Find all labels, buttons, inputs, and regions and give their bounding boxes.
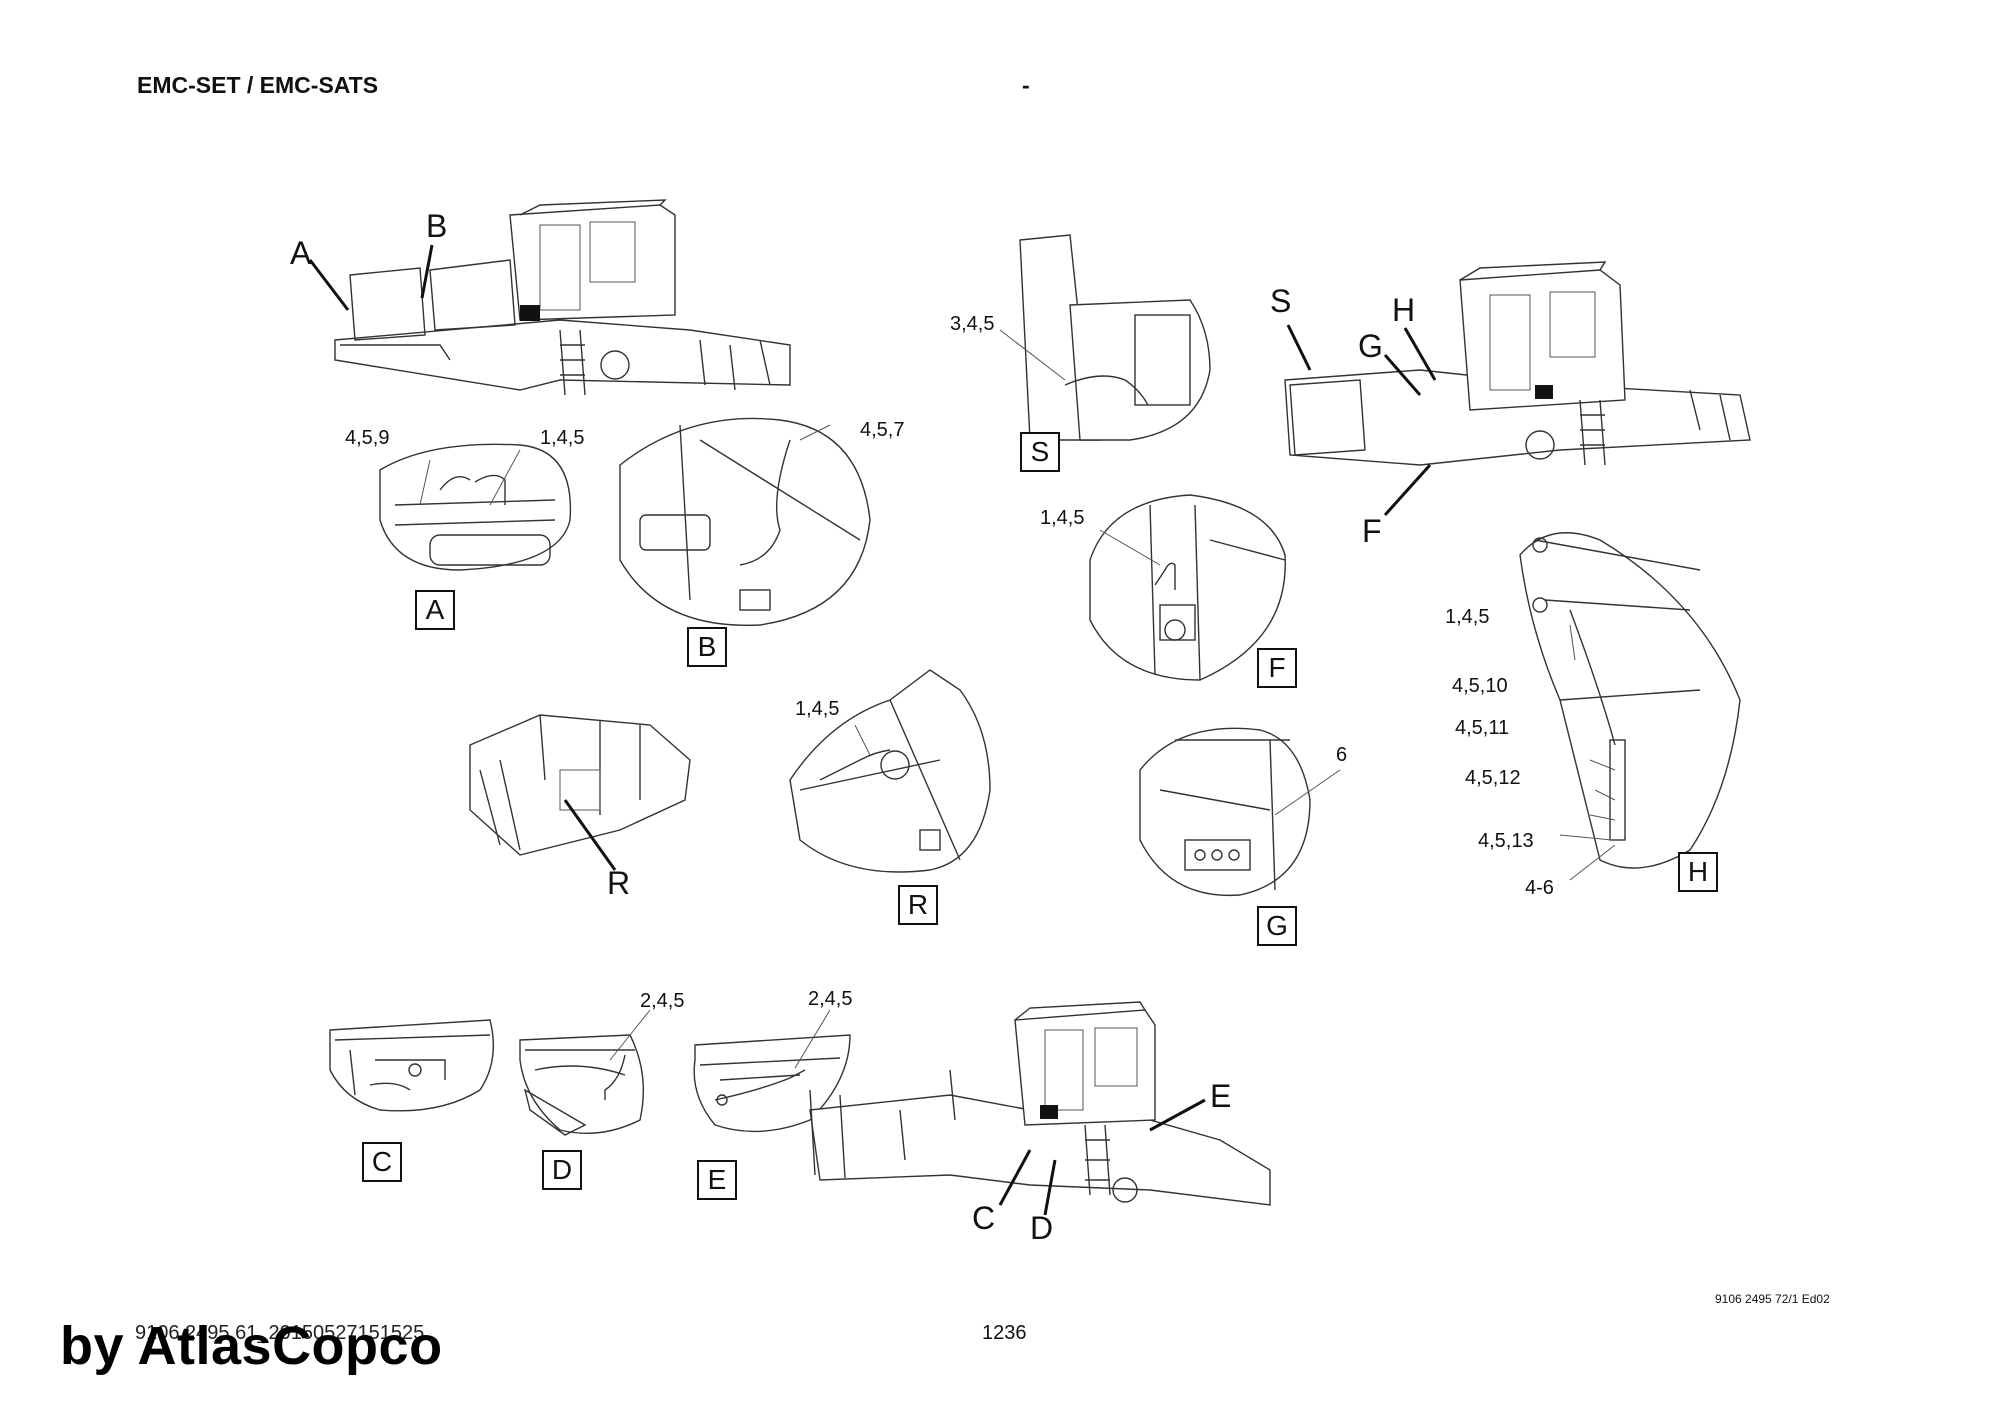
detail-box-s: S <box>1020 432 1060 472</box>
detail-d-art <box>519 1009 651 1136</box>
view-letter-a: A <box>290 235 312 271</box>
callout-d-1: 2,4,5 <box>640 990 685 1012</box>
detail-box-b: B <box>687 627 727 667</box>
callout-f-1: 1,4,5 <box>1040 507 1085 529</box>
header-dash: - <box>1022 72 1030 98</box>
detail-box-a: A <box>415 590 455 630</box>
machine-overview-top-left <box>334 199 791 396</box>
detail-box-c: C <box>362 1142 402 1182</box>
detail-c-art <box>329 1019 495 1112</box>
view-letter-f: F <box>1362 513 1382 549</box>
callout-h-5: 4,5,13 <box>1478 830 1534 852</box>
machine-overview-middle <box>469 714 691 856</box>
detail-box-h: H <box>1678 852 1718 892</box>
callout-b-1: 4,5,7 <box>860 419 905 441</box>
footer-code: 9106 2495 61_20150527151525 <box>135 1322 425 1344</box>
callout-a-1: 4,5,9 <box>345 427 390 449</box>
detail-h-art <box>1519 532 1741 881</box>
detail-a-art <box>379 443 572 571</box>
callout-e-1: 2,4,5 <box>808 988 853 1010</box>
detail-s-art <box>999 234 1211 441</box>
document-reference: 9106 2495 72/1 Ed02 <box>1715 1292 1830 1306</box>
view-letter-b: B <box>426 208 448 244</box>
page-title: EMC-SET / EMC-SATS <box>137 72 379 98</box>
detail-g-art <box>1139 727 1341 897</box>
detail-r-art <box>789 669 991 873</box>
view-letter-e: E <box>1210 1078 1232 1114</box>
view-letter-g: G <box>1358 328 1383 364</box>
view-letter-r: R <box>607 865 631 901</box>
callout-r-1: 1,4,5 <box>795 698 840 720</box>
watermark: by AtlasCopco <box>60 1316 443 1376</box>
callout-h-6: 4-6 <box>1525 877 1554 899</box>
callout-h-1: 1,4,5 <box>1445 606 1490 628</box>
detail-box-g: G <box>1257 906 1297 946</box>
page-number: 1236 <box>982 1322 1027 1344</box>
callout-a-2: 1,4,5 <box>540 427 585 449</box>
detail-box-d: D <box>542 1150 582 1190</box>
callout-h-3: 4,5,11 <box>1455 717 1510 739</box>
detail-f-art <box>1089 494 1286 681</box>
view-letter-c: C <box>972 1200 996 1236</box>
detail-box-r: R <box>898 885 938 925</box>
callout-s-1: 3,4,5 <box>950 313 995 335</box>
machine-overview-bottom <box>809 1001 1271 1206</box>
view-letter-d: D <box>1030 1210 1054 1246</box>
callout-g-1: 6 <box>1336 744 1348 766</box>
view-letter-h: H <box>1392 292 1416 328</box>
view-letter-s: S <box>1270 283 1292 319</box>
callout-h-2: 4,5,10 <box>1452 675 1508 697</box>
detail-b-art <box>619 417 871 627</box>
detail-box-f: F <box>1257 648 1297 688</box>
callout-h-4: 4,5,12 <box>1465 767 1521 789</box>
machine-overview-top-right <box>1284 261 1751 466</box>
detail-box-e: E <box>697 1160 737 1200</box>
